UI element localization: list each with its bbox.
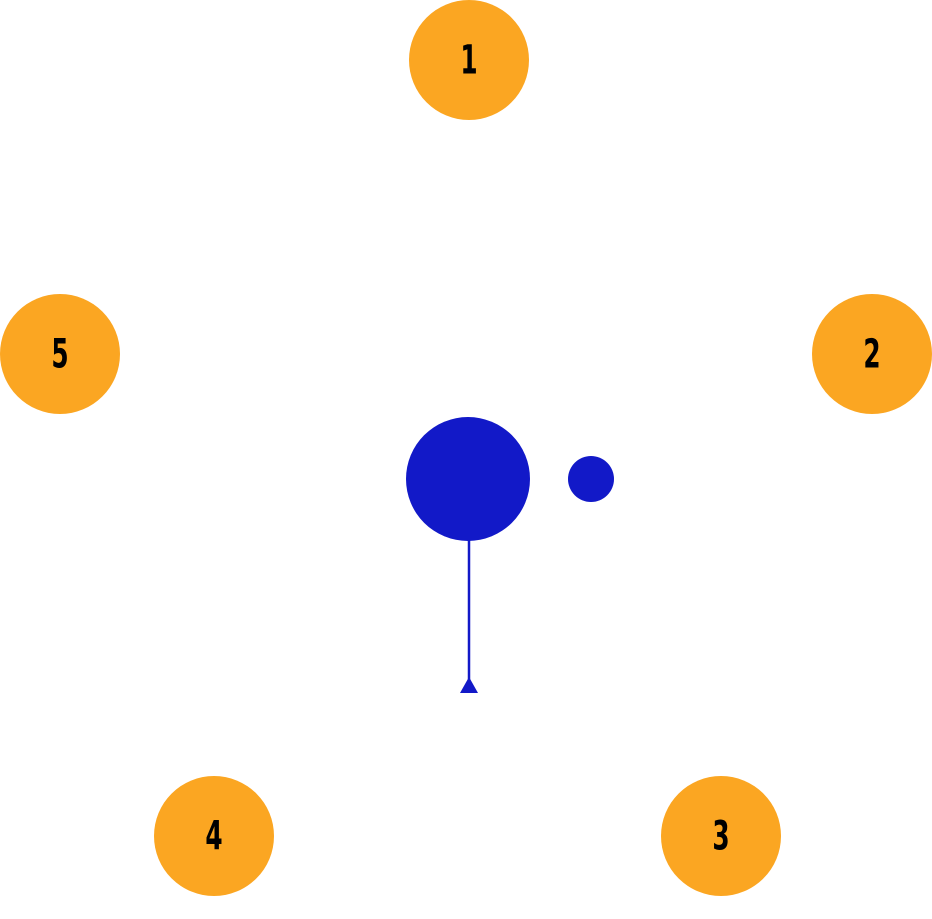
node-1-circle [409, 0, 529, 120]
node-1-label: 1 [460, 36, 477, 83]
node-3-circle [661, 776, 781, 896]
node-2-circle [812, 294, 932, 414]
node-3[interactable]: 3 [661, 776, 781, 896]
node-5-circle [0, 294, 120, 414]
node-4-circle [154, 776, 274, 896]
node-4[interactable]: 4 [154, 776, 274, 896]
node-2[interactable]: 2 [812, 294, 932, 414]
spinner-pointer-icon[interactable] [406, 417, 614, 693]
node-1[interactable]: 1 [409, 0, 529, 120]
pointer-hub [406, 417, 530, 541]
node-5[interactable]: 5 [0, 294, 120, 414]
node-4-label: 4 [205, 812, 222, 859]
node-3-label: 3 [712, 812, 729, 859]
pointer-counterweight [568, 456, 614, 502]
pointer-arrowhead [460, 677, 478, 693]
node-5-label: 5 [51, 330, 68, 377]
node-2-label: 2 [863, 330, 880, 377]
